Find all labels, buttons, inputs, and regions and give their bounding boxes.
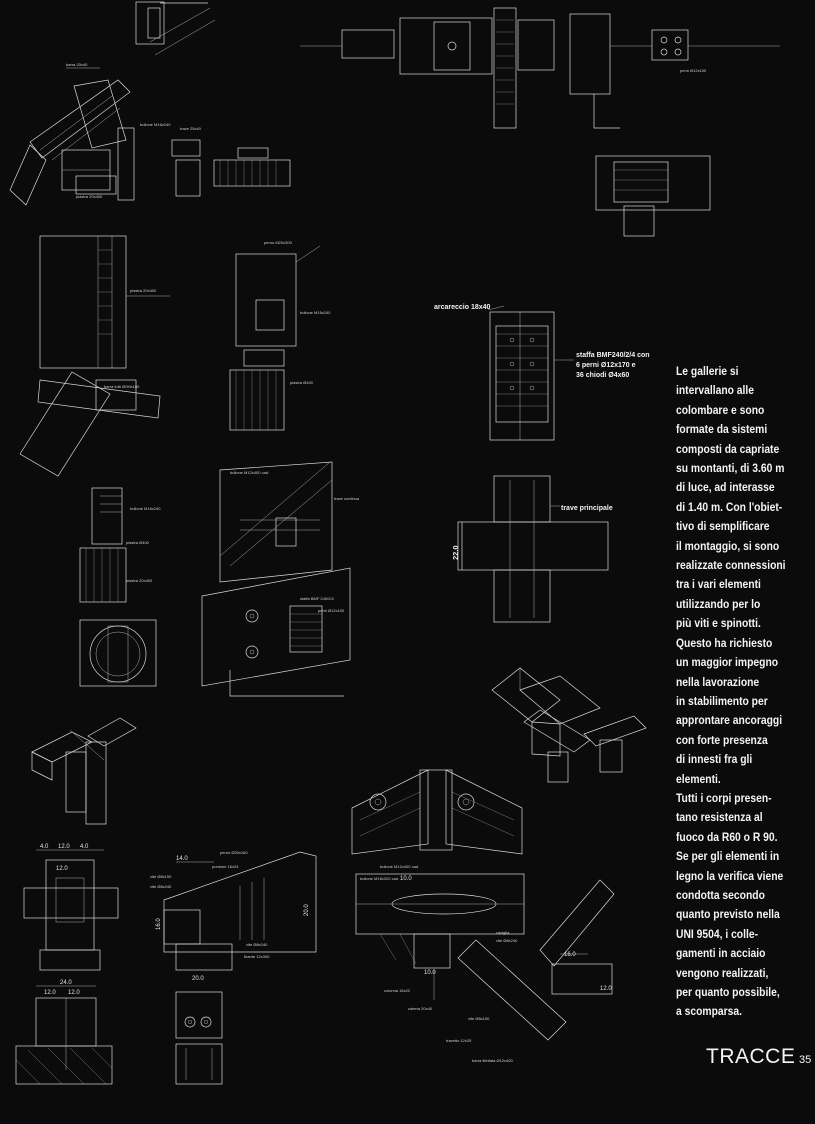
label-piastra: piastra 20x400: [76, 194, 103, 199]
dim-12b: 12.0: [56, 866, 68, 872]
label-travetto: travetto 12x25: [446, 1038, 472, 1043]
label-bullone-m12: bullone M12x400 cad.: [380, 864, 419, 869]
dim-4b: 4.0: [80, 844, 89, 850]
drawing-bmf-connector: arcareccio 18x40 staffa BMF240/2/4 con 6…: [434, 304, 650, 623]
drawing-top-center-section: trave 25x40: [171, 126, 291, 197]
drawing-bottom-base-plate: [175, 991, 223, 1085]
label-tirante-2: tirante 12x300: [244, 954, 270, 959]
label-bullone-m16: bullone M16x320 cad.: [360, 876, 399, 881]
label-vite-8x150: vite Ø8x150: [468, 1016, 490, 1021]
label-trave-continua: trave continua: [334, 496, 360, 501]
magazine-name: TRACCE: [706, 1045, 796, 1068]
dim-20c: 20.0: [304, 904, 310, 916]
label-vite-8x150-b: vite Ø8x150: [150, 874, 172, 879]
label-perni-2: perni Ø12x100: [318, 608, 345, 613]
label-bullone-4: bullone M16x240: [130, 506, 161, 511]
label-vite-8-240: vite Ø8x240: [246, 942, 268, 947]
label-barra-filettata: barra filettata Ø12x400: [472, 1058, 513, 1063]
label-caviglia: caviglia: [496, 930, 510, 935]
label-staffa-3: 36 chiodi Ø4x60: [576, 372, 629, 379]
drawing-left-bolts: bullone M16x240 piastra Ø400 piastra 20x…: [79, 487, 161, 687]
label-staffa-bmf: staffa BMF 240/2/4: [300, 596, 334, 601]
label-bullone-cad: bullone M12x400 cad.: [230, 470, 269, 475]
dim-22: 22.0: [451, 545, 460, 560]
drawing-bottom-right-dims: 12.0: [560, 953, 612, 992]
label-arcareccio: arcareccio 18x40: [434, 304, 491, 311]
label-catena: catena 20x40: [408, 1006, 433, 1011]
label-bullone-2: perno M20x300: [264, 240, 293, 245]
drawing-left-isometric: [31, 717, 137, 825]
drawing-truss-node: 10.0 10.0 16.0 bullone M12x400 cad. bull…: [351, 769, 615, 1063]
dim-16a: 16.0: [156, 918, 162, 930]
drawing-right-isometric: [491, 667, 647, 783]
dim-12e: 12.0: [600, 986, 612, 992]
label-trave: trave 25x40: [180, 126, 202, 131]
label-trave-principale: trave principale: [561, 505, 613, 512]
label-piastra-3: piastra Ø400: [290, 380, 314, 385]
bmf-pins: [496, 333, 548, 407]
dim-10: 10.0: [400, 876, 412, 882]
label-colonna: colonna 16x22: [384, 988, 411, 993]
dim-24: 24.0: [60, 980, 72, 986]
dim-14: 14.0: [176, 856, 188, 862]
label-perni: perni Ø12x100: [680, 68, 707, 73]
dim-20a: 20.0: [192, 976, 204, 982]
page-footer: TRACCE 35: [706, 1045, 812, 1071]
dim-12a: 12.0: [58, 844, 70, 850]
drawing-top-left-diagonal: barra 20x40 piastra 20x400 bullone M16x2…: [9, 1, 216, 206]
drawing-top-right-elevation: perni Ø12x100: [300, 7, 780, 237]
drawing-middle-left-post: piastra 20x400 barra tutti Ø/90x180: [19, 235, 170, 477]
label-barra: barra 20x40: [66, 62, 88, 67]
label-staffa-2: 6 perni Ø12x170 e: [576, 362, 636, 369]
drawing-center-plate: staffa BMF 240/2/4 perni Ø12x100: [201, 567, 351, 697]
label-piastra-4: piastra Ø400: [126, 540, 150, 545]
dim-4a: 4.0: [40, 844, 49, 850]
label-bullone-3: bullone M16x240: [300, 310, 331, 315]
dim-12d: 12.0: [68, 990, 80, 996]
drawing-bottom-left-post: 4.0 12.0 4.0 12.0 24.0 12.0 12.0: [15, 844, 119, 1085]
label-vite-8x240: vite Ø8x240: [496, 938, 518, 943]
label-vite-8x240-b: vite Ø8x240: [150, 884, 172, 889]
dim-12c: 12.0: [44, 990, 56, 996]
drawing-center-diagonal: trave continua bullone M12x400 cad.: [219, 461, 360, 583]
label-bullone: bullone M16x240: [140, 122, 171, 127]
drawing-bottom-puntone: 14.0 20.0 16.0 20.0 perno Ø20x160 punton…: [150, 850, 317, 982]
label-piastra-5: piastra 20x400: [126, 578, 153, 583]
label-staffa-1: staffa BMF240/2/4 con: [576, 352, 650, 359]
label-perno-20: perno Ø20x160: [220, 850, 248, 855]
dim-16b: 16.0: [564, 952, 576, 958]
page-number: 35: [799, 1054, 812, 1066]
label-piastra-2: piastra 20x400: [130, 288, 157, 293]
label-tirante: barra tutti Ø/90x180: [104, 384, 140, 389]
drawing-middle-center-connector: perno M20x300 bullone M16x240 piastra Ø4…: [229, 240, 331, 431]
article-text: Le gallerie si intervallano alle colomba…: [676, 364, 786, 1019]
dim-10b: 10.0: [424, 970, 436, 976]
label-puntone: puntone 16x24: [212, 864, 239, 869]
